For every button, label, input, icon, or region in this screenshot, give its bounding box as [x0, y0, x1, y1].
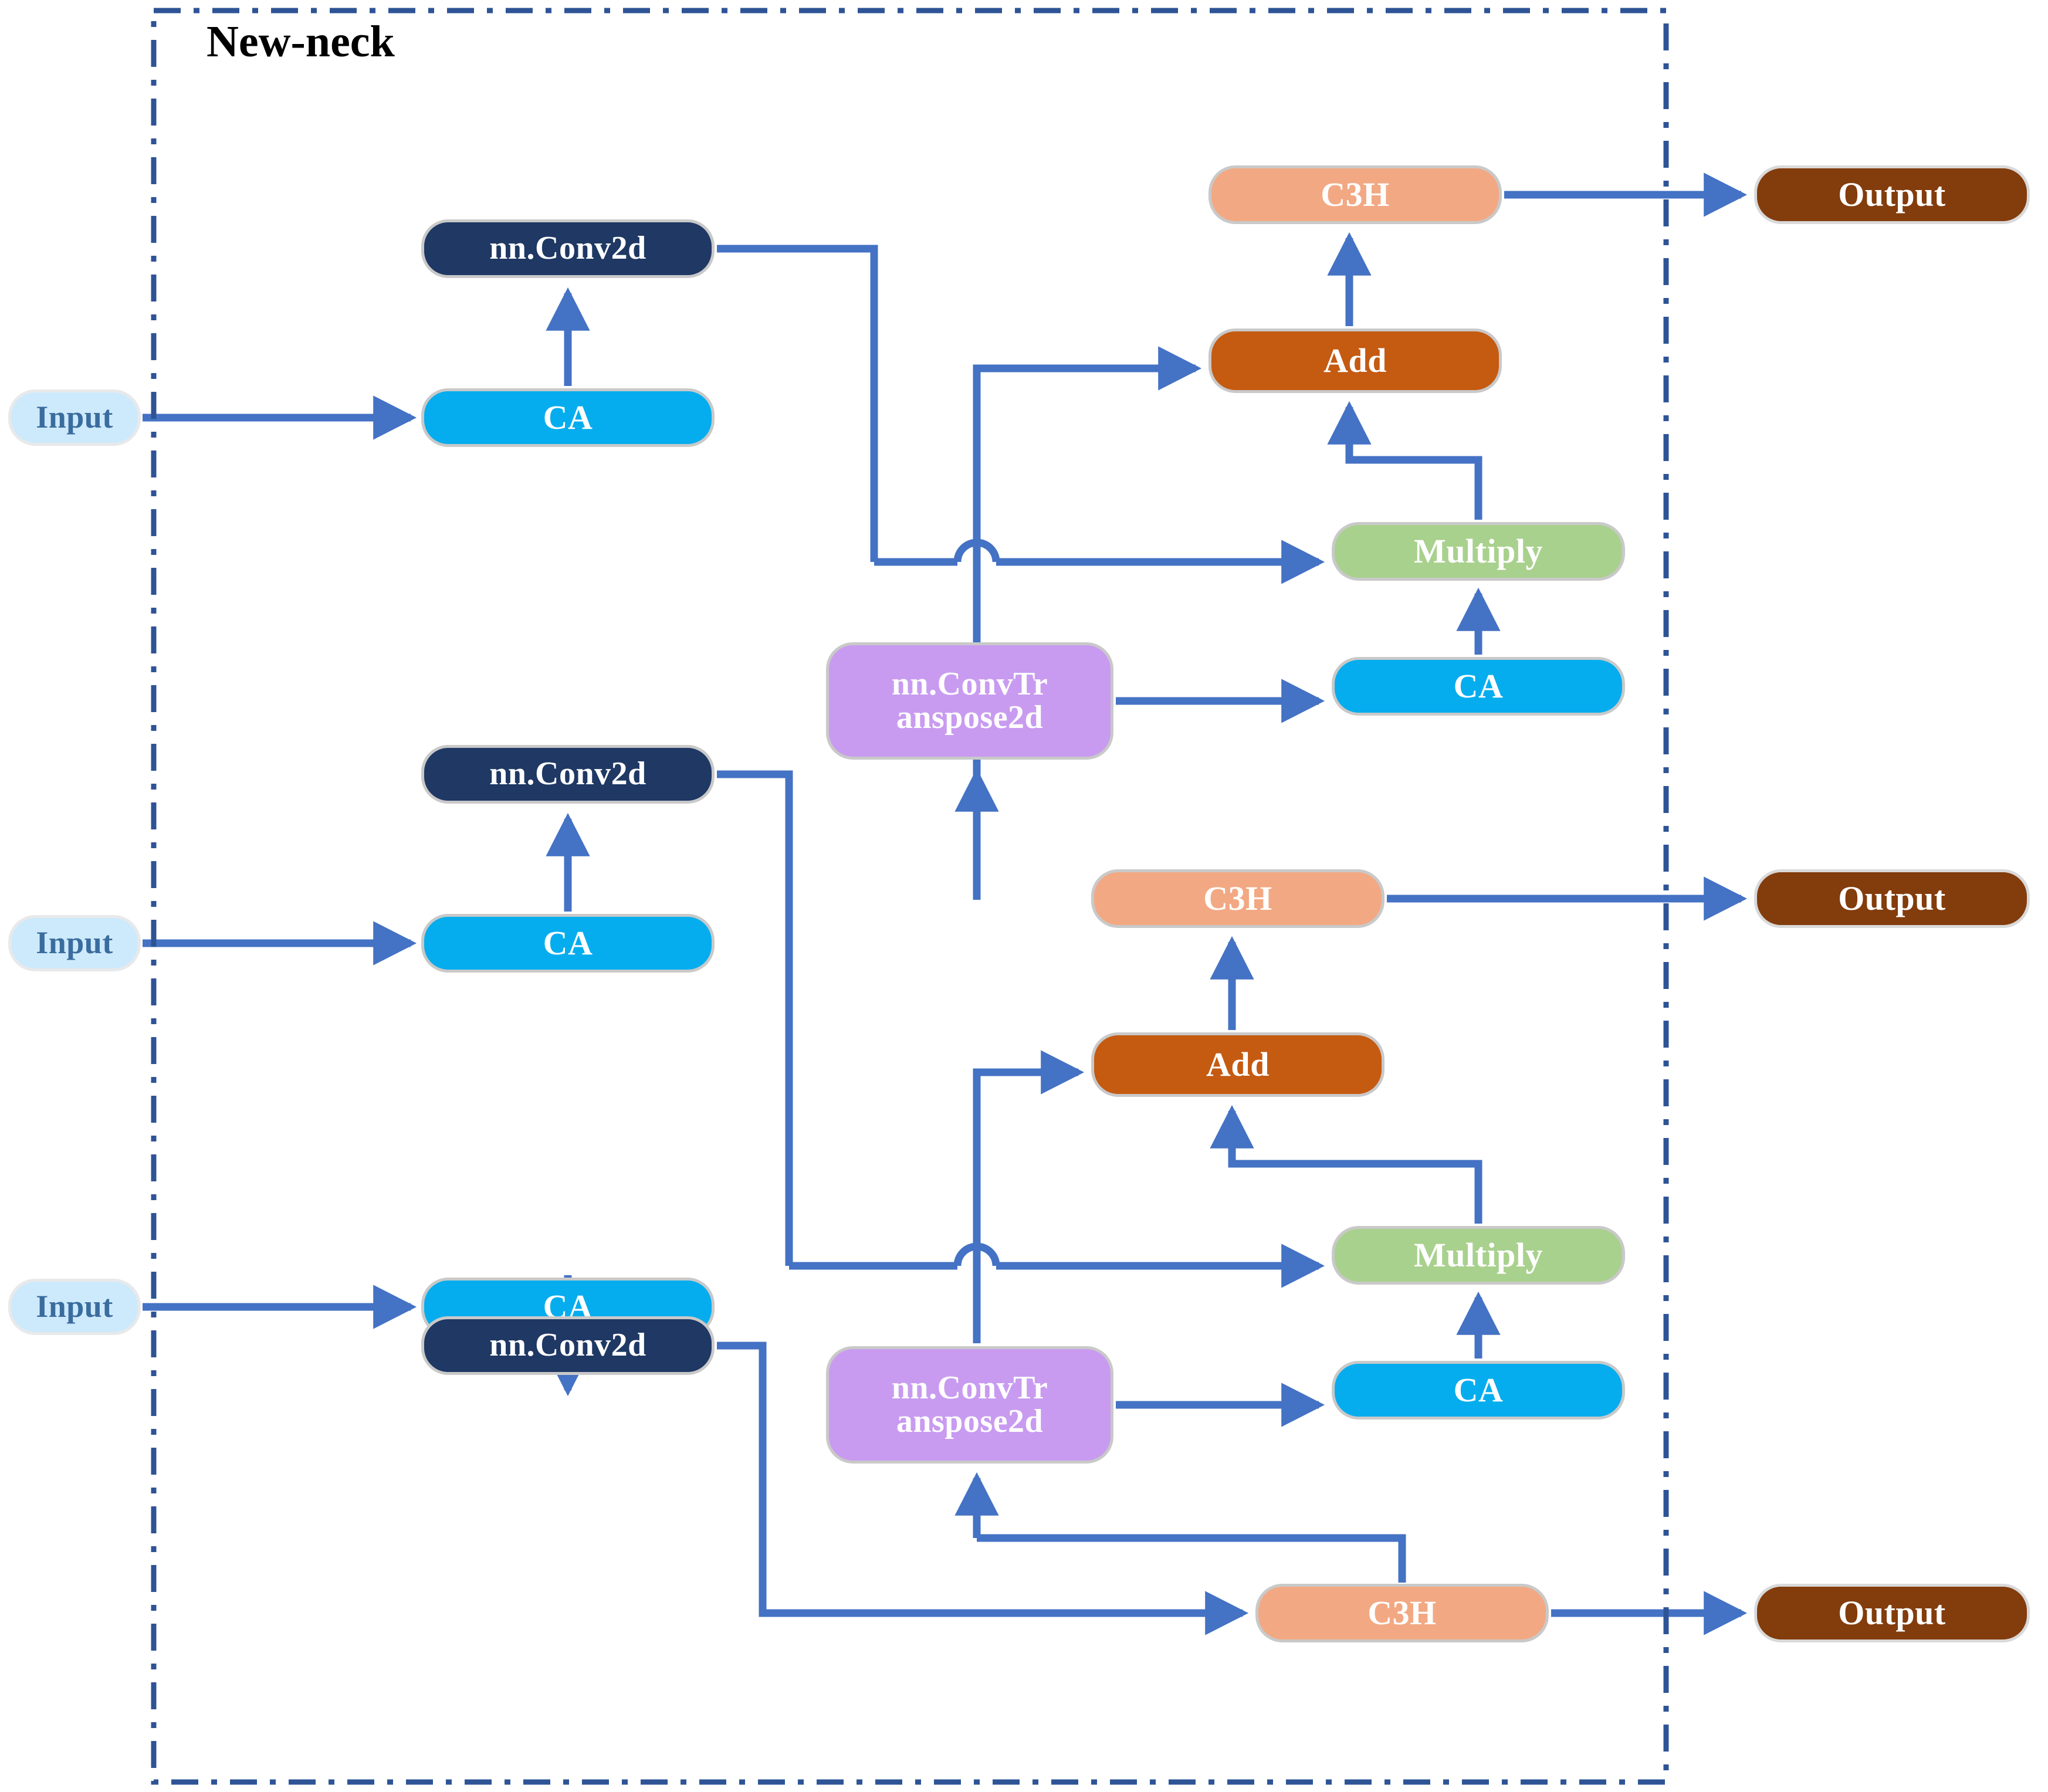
conv2d-box-mid[interactable]: nn.Conv2d — [421, 745, 715, 804]
convt-top-line2: anspose2d — [896, 699, 1044, 736]
c3h-box-mid[interactable]: C3H — [1091, 869, 1384, 928]
wire-multiply-top-to-add — [1327, 401, 1482, 520]
input-box-bot[interactable]: Input — [8, 1279, 141, 1335]
convt-bot-line1: nn.ConvTr — [891, 1369, 1048, 1406]
wire-hop-top — [953, 538, 1000, 563]
convt-top-line1: nn.ConvTr — [891, 665, 1048, 702]
wire-convt-top-to-add — [973, 346, 1202, 874]
wire-conv-top-seg1 — [717, 245, 878, 562]
input-box-top[interactable]: Input — [8, 389, 141, 446]
output-box-mid[interactable]: Output — [1754, 869, 2030, 928]
wire-convt-bot-to-add — [973, 1050, 1085, 1343]
new-neck-frame — [151, 8, 1669, 1785]
output-box-top[interactable]: Output — [1754, 165, 2030, 224]
ca-box-right-top[interactable]: CA — [1332, 657, 1625, 716]
multiply-box-top[interactable]: Multiply — [1332, 522, 1625, 581]
conv2d-box-bot[interactable]: nn.Conv2d — [421, 1316, 715, 1375]
c3h-box-bot[interactable]: C3H — [1255, 1584, 1549, 1642]
ca-box-mid[interactable]: CA — [421, 914, 715, 973]
conv2d-box-top[interactable]: nn.Conv2d — [421, 219, 715, 278]
convtranspose2d-box-top[interactable]: nn.ConvTr anspose2d — [826, 642, 1113, 760]
wire-hop-bot — [953, 1242, 1000, 1266]
multiply-box-bot[interactable]: Multiply — [1332, 1226, 1625, 1285]
ca-box-top[interactable]: CA — [421, 388, 715, 447]
input-box-mid[interactable]: Input — [8, 915, 141, 971]
page-title: New-neck — [207, 17, 395, 66]
add-box-bot[interactable]: Add — [1091, 1032, 1384, 1097]
convtranspose2d-box-bot[interactable]: nn.ConvTr anspose2d — [826, 1346, 1113, 1464]
c3h-box-top[interactable]: C3H — [1209, 165, 1502, 224]
wire-multiply-bot-to-add — [1210, 1105, 1482, 1224]
ca-box-right-bot[interactable]: CA — [1332, 1361, 1625, 1420]
add-box-top[interactable]: Add — [1209, 328, 1502, 393]
wire-conv-mid-seg1 — [717, 770, 793, 1266]
output-box-bot[interactable]: Output — [1754, 1584, 2030, 1642]
wire-c3h-bot-up — [977, 1534, 1406, 1583]
convt-bot-line2: anspose2d — [896, 1403, 1044, 1439]
